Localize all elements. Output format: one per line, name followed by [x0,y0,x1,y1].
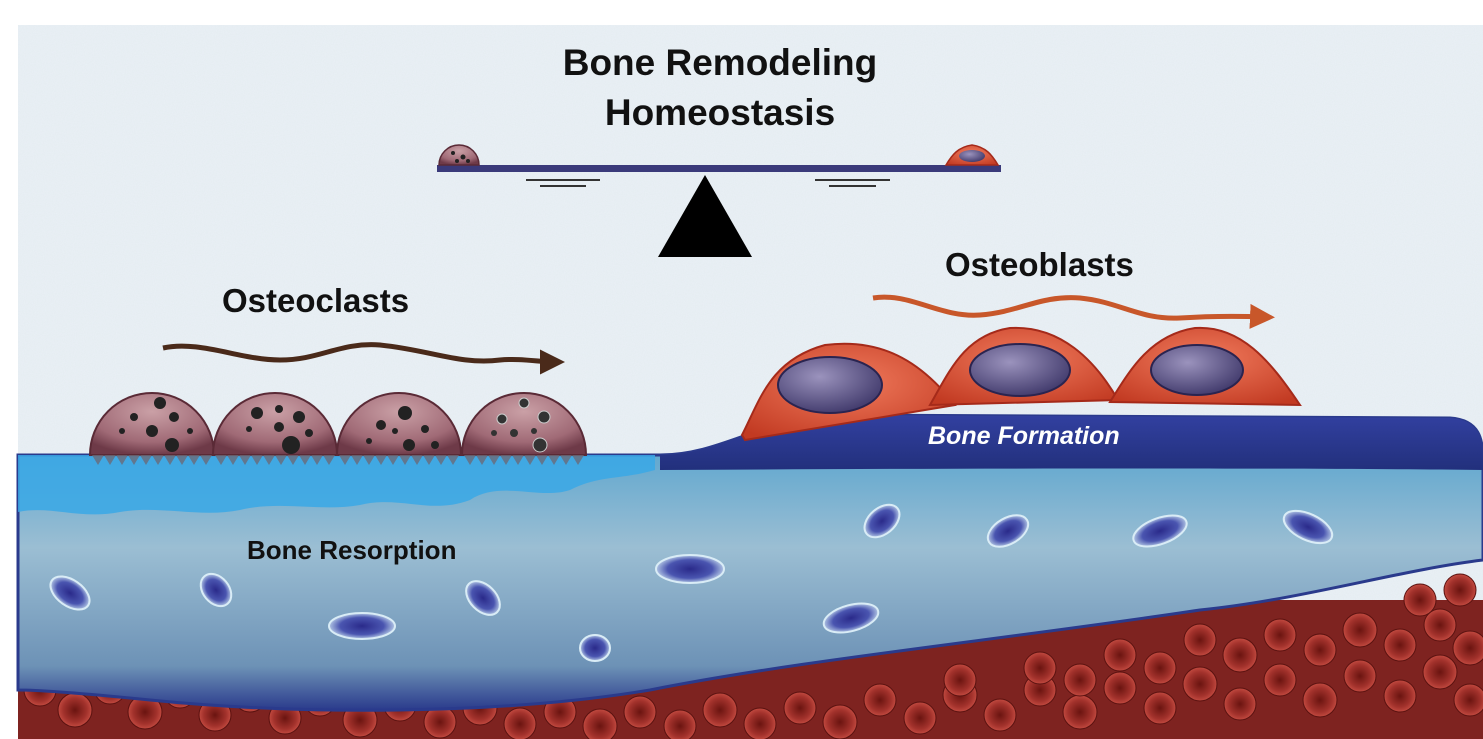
osteoblasts-label: Osteoblasts [945,246,1134,284]
osteocyte [580,635,610,661]
osteoclasts-label: Osteoclasts [222,282,409,320]
balance-beam [437,165,1001,172]
title-line-2: Homeostasis [470,92,970,134]
osteocyte [329,613,395,639]
title-line-1: Bone Remodeling [470,42,970,84]
osteoblast-nucleus [970,344,1070,396]
bone-resorption-label: Bone Resorption [247,535,456,566]
osteoblast-nucleus [778,357,882,413]
osteocyte [656,555,724,583]
bone-formation-label: Bone Formation [928,422,1120,451]
osteoblast-nucleus [1151,345,1243,395]
